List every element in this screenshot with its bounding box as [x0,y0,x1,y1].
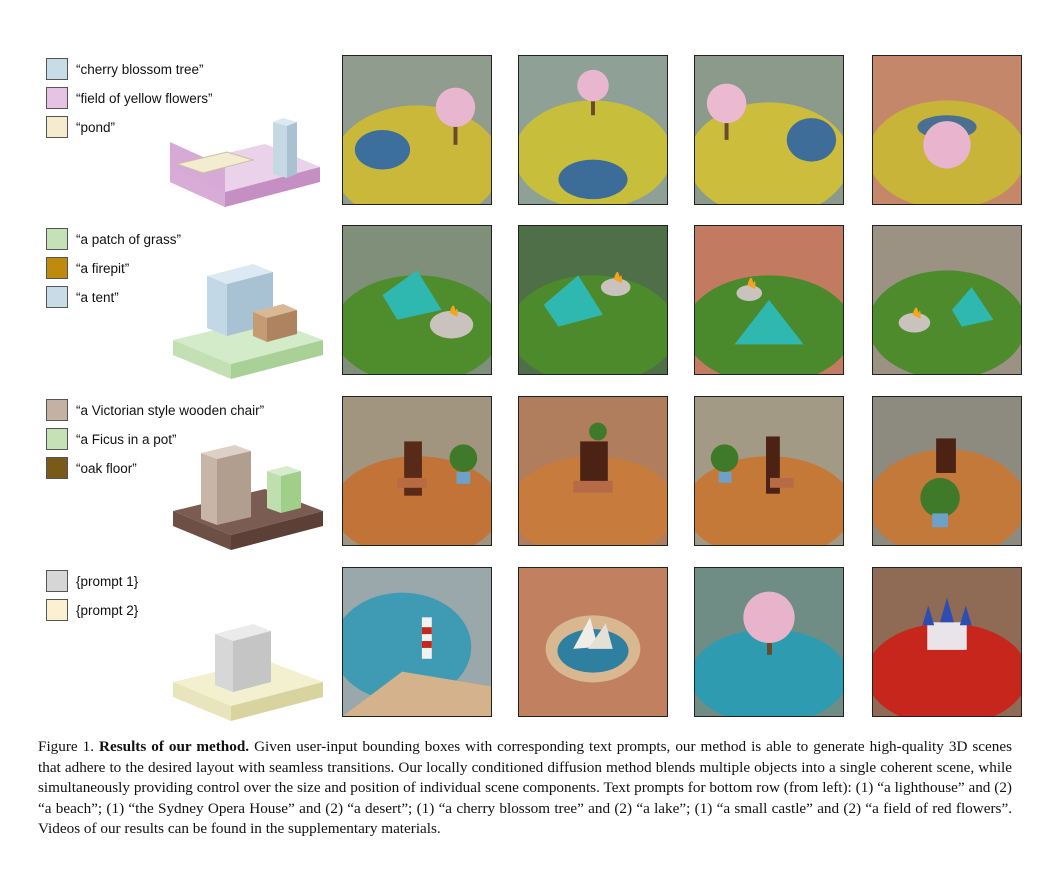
legend-item: {prompt 1} [46,570,138,592]
result-render-image [518,55,668,205]
color-swatch [46,58,68,80]
result-render-image [694,225,844,375]
caption-title: Results of our method. [99,738,250,755]
legend-item: “a Ficus in a pot” [46,428,264,450]
legend-item: “a patch of grass” [46,228,181,250]
legend-label: “a Victorian style wooden chair” [76,402,265,418]
legend-label: {prompt 2} [76,602,139,618]
bounding-box-layout [173,624,323,721]
figure-row-2: “a patch of grass” “a firepit” “a tent” [0,222,1050,379]
result-render-image [342,55,492,205]
color-swatch [46,570,68,592]
legend-label: “pond” [76,119,116,135]
color-swatch [46,228,68,250]
result-render-image [872,55,1022,205]
color-swatch [46,87,68,109]
result-render-image [872,567,1022,717]
figure-caption: Figure 1. Results of our method. Given u… [38,737,1012,840]
legend-item: “cherry blossom tree” [46,58,213,80]
prompt-legend: “a Victorian style wooden chair” “a Ficu… [46,399,264,486]
legend-label: “cherry blossom tree” [76,61,204,77]
legend-label: “oak floor” [76,460,137,476]
legend-label: {prompt 1} [76,573,139,589]
legend-label: “a Ficus in a pot” [76,431,177,447]
result-render-image [518,225,668,375]
legend-item: “a tent” [46,286,181,308]
color-swatch [46,399,68,421]
result-render-image [872,225,1022,375]
legend-item: {prompt 2} [46,599,138,621]
figure-row-1: “cherry blossom tree” “field of yellow f… [0,52,1050,207]
legend-label: “a tent” [76,289,119,305]
figure-row-4: {prompt 1} {prompt 2} [0,564,1050,721]
result-render-image [518,396,668,546]
color-swatch [46,257,68,279]
bounding-box-layout [170,118,320,207]
result-render-image [518,567,668,717]
bounding-box-layout [173,264,323,379]
bounding-box-layout [173,445,323,550]
legend-item: “oak floor” [46,457,264,479]
prompt-legend: “a patch of grass” “a firepit” “a tent” [46,228,181,315]
color-swatch [46,428,68,450]
caption-body: Given user-input bounding boxes with cor… [38,738,1013,837]
result-render-image [342,567,492,717]
legend-label: “field of yellow flowers” [76,90,213,106]
result-render-image [342,396,492,546]
legend-item: “a firepit” [46,257,181,279]
color-swatch [46,599,68,621]
result-render-image [694,396,844,546]
legend-item: “field of yellow flowers” [46,87,213,109]
result-render-image [694,567,844,717]
color-swatch [46,116,68,138]
prompt-legend: {prompt 1} {prompt 2} [46,570,138,628]
prompt-legend: “cherry blossom tree” “field of yellow f… [46,58,213,145]
result-render-image [342,225,492,375]
legend-item: “pond” [46,116,213,138]
figure-row-3: “a Victorian style wooden chair” “a Ficu… [0,393,1050,550]
legend-label: “a patch of grass” [76,231,182,247]
result-render-image [872,396,1022,546]
legend-label: “a firepit” [76,260,130,276]
color-swatch [46,457,68,479]
figure-label: Figure 1. [38,738,95,755]
color-swatch [46,286,68,308]
legend-item: “a Victorian style wooden chair” [46,399,264,421]
result-render-image [694,55,844,205]
